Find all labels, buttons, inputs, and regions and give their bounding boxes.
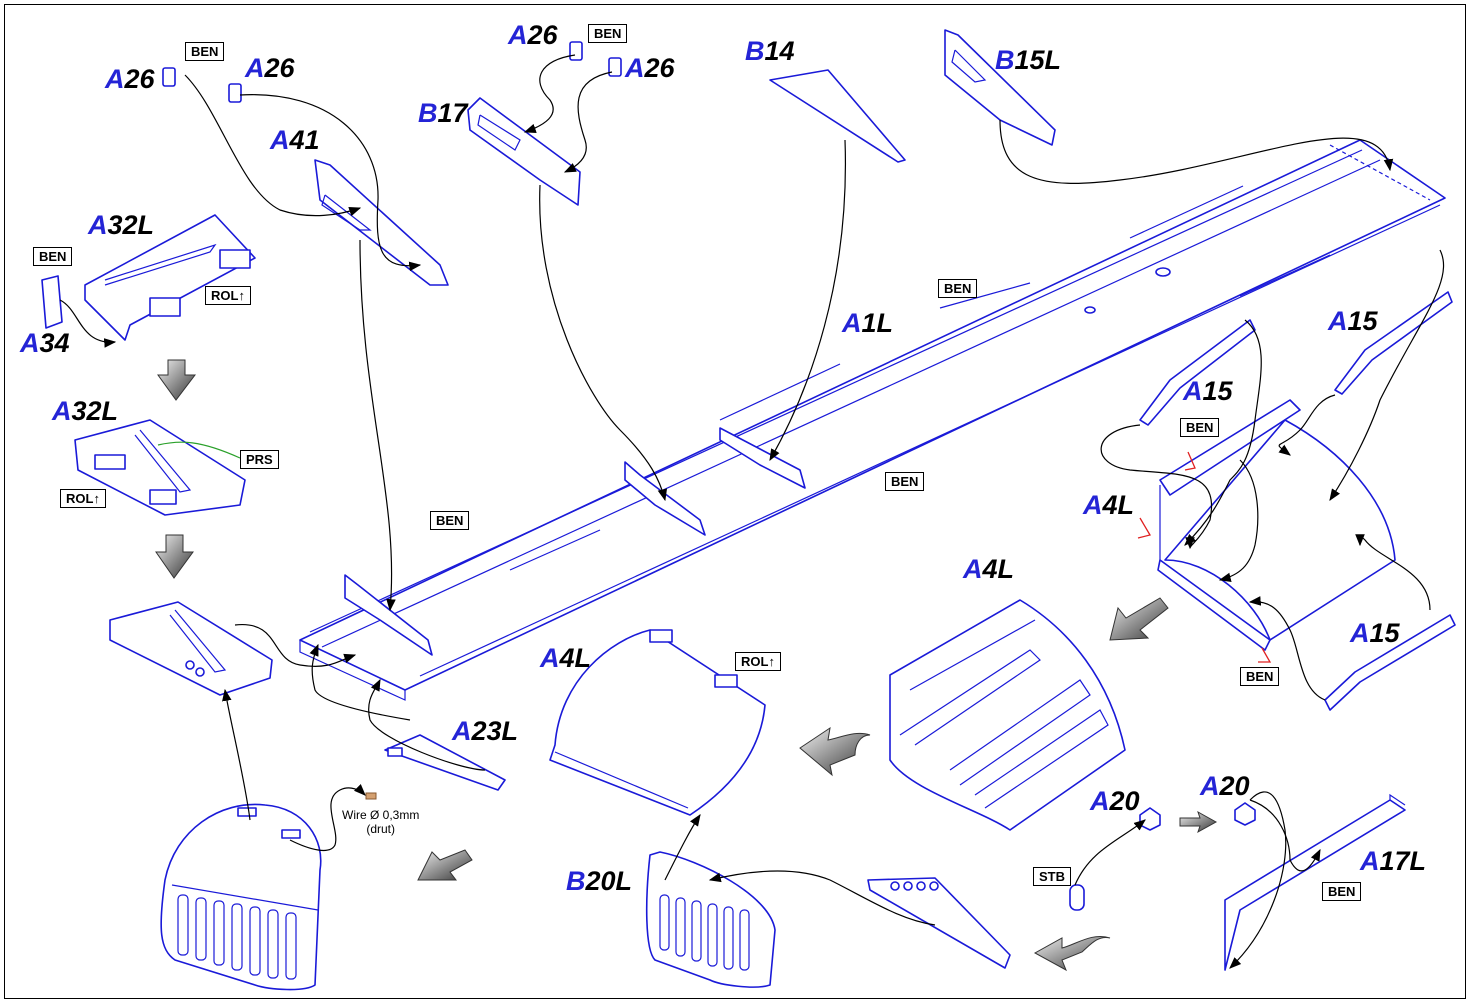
diag-arrow-2	[417, 849, 473, 881]
label-a15-2: A15	[1183, 376, 1233, 406]
part-b20l	[645, 851, 776, 988]
bend-markers	[1137, 451, 1272, 663]
part-a17l	[1224, 793, 1406, 971]
label-a41: A41	[270, 125, 320, 155]
small-right-arrow	[1179, 810, 1218, 834]
part-a23l	[384, 734, 506, 791]
label-b17: B17	[418, 98, 468, 128]
label-a34: A34	[20, 328, 70, 358]
down-arrow-2	[155, 534, 194, 579]
label-b15l: B15L	[995, 45, 1062, 75]
part-a32l-assembled	[109, 601, 273, 696]
tag-ben: BEN	[33, 247, 73, 266]
tag-rol: ROL↑	[60, 489, 106, 508]
part-a4l-flat	[549, 629, 766, 816]
wire-note: Wire Ø 0,3mm (drut)	[342, 808, 419, 836]
part-a4l-assembled	[889, 599, 1126, 831]
part-hole-bracket	[867, 877, 1011, 969]
part-a1l-rail	[299, 139, 1446, 701]
label-a20-1: A20	[1090, 786, 1140, 816]
tag-rol: ROL↑	[205, 286, 251, 305]
wire-note-line2: (drut)	[366, 822, 395, 836]
curved-arrow-1	[799, 726, 871, 777]
label-a15-3: A15	[1350, 618, 1400, 648]
part-a4l-right	[1157, 399, 1396, 651]
label-a1l: A1L	[842, 308, 894, 338]
label-a26-2: A26	[245, 53, 295, 83]
down-arrow-1	[157, 359, 197, 401]
label-a26-1: A26	[105, 64, 155, 94]
label-a26-3: A26	[508, 20, 558, 50]
label-b20l: B20L	[566, 866, 633, 896]
part-a34	[41, 275, 63, 329]
tag-ben: BEN	[185, 42, 225, 61]
part-a41	[314, 159, 449, 286]
label-a32l-1: A32L	[88, 210, 155, 240]
label-a4l-2: A4L	[963, 554, 1015, 584]
part-wire	[365, 792, 377, 800]
tag-ben: BEN	[885, 472, 925, 491]
part-b17	[467, 97, 581, 206]
part-b15l	[944, 29, 1056, 146]
part-a32l-top	[84, 214, 256, 341]
label-a20-2: A20	[1200, 771, 1250, 801]
tag-ben: BEN	[1180, 418, 1220, 437]
diagram-frame	[4, 4, 1466, 999]
part-mudflap-left	[160, 803, 322, 991]
part-a20-nuts	[1069, 802, 1256, 911]
label-a4l-1: A4L	[1083, 490, 1135, 520]
tag-rol: ROL↑	[735, 652, 781, 671]
label-a15-1: A15	[1328, 306, 1378, 336]
label-a32l-2: A32L	[52, 396, 119, 426]
tag-ben: BEN	[938, 279, 978, 298]
diag-arrow-1	[1109, 597, 1169, 641]
part-a32l-mid	[74, 419, 246, 516]
part-a15-strips	[1139, 291, 1456, 711]
label-a17l: A17L	[1360, 846, 1427, 876]
wire-note-line1: Wire Ø 0,3mm	[342, 808, 420, 822]
tag-ben: BEN	[588, 24, 628, 43]
direction-arrows	[155, 359, 1218, 972]
part-a26-blocks	[162, 41, 622, 103]
curved-arrow-2	[1033, 936, 1111, 972]
tag-ben: BEN	[430, 511, 470, 530]
leader-lines	[59, 54, 1445, 969]
tag-stb: STB	[1033, 867, 1071, 886]
tag-ben: BEN	[1240, 667, 1280, 686]
label-b14: B14	[745, 36, 795, 66]
label-a23l: A23L	[452, 716, 519, 746]
label-a4l-3: A4L	[540, 643, 592, 673]
part-b14	[769, 69, 906, 163]
tag-ben: BEN	[1322, 882, 1362, 901]
label-a26-4: A26	[625, 53, 675, 83]
tag-prs: PRS	[240, 450, 279, 469]
